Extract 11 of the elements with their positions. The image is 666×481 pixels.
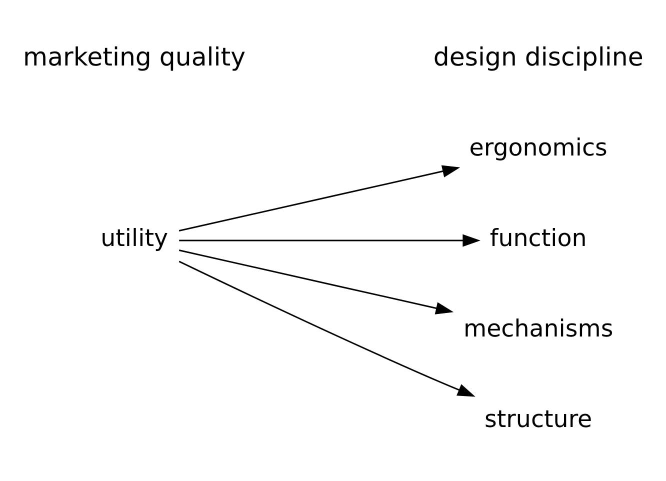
node-text: structure	[484, 405, 592, 434]
arrow	[178, 250, 454, 314]
label: design discipline	[433, 42, 644, 72]
node-text: ergonomics	[469, 134, 608, 162]
node-text: utility	[100, 224, 168, 252]
arrow	[178, 260, 476, 397]
arrow	[178, 165, 460, 232]
node-text: function	[490, 224, 587, 252]
node-text: mechanisms	[463, 314, 614, 343]
label: marketing quality	[23, 42, 246, 72]
arrow	[179, 234, 480, 247]
